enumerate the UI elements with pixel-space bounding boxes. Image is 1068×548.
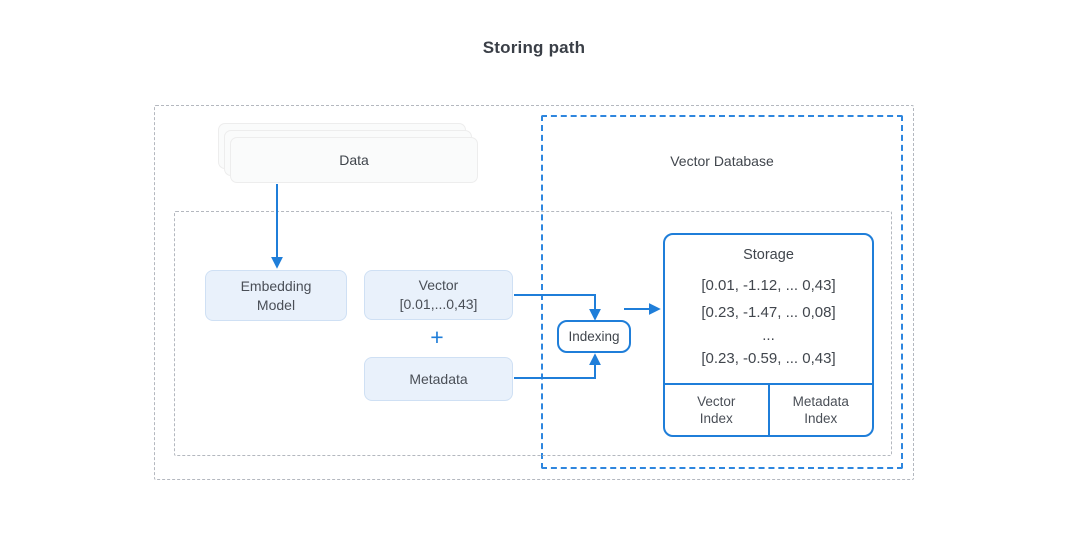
indexing-box-label: Indexing — [568, 329, 620, 344]
metadata-index-label-line1: Metadata — [792, 394, 849, 409]
vector-box: Vector [0.01,...0,43] — [364, 270, 513, 320]
pipeline-dashed-container — [174, 211, 892, 456]
indexing-box: Indexing — [557, 320, 631, 353]
outer-dashed-container — [154, 105, 914, 480]
diagram-title: Storing path — [482, 38, 586, 57]
vector-database-container: Vector Database — [541, 115, 903, 469]
embedding-model-label-line1: Embedding — [240, 277, 312, 294]
vector-index-label-line2: Index — [699, 411, 733, 426]
vector-index-label-line1: Vector — [697, 394, 736, 409]
vector-box-values: [0.01,...0,43] — [399, 296, 478, 312]
index-cells-row: Vector Index Metadata Index — [665, 385, 872, 435]
vector-index-cell: Vector Index — [665, 385, 770, 435]
storage-box: Storage [0.01, -1.12, ... 0,43] [0.23, -… — [663, 233, 874, 437]
storage-title: Storage — [743, 247, 794, 263]
data-box: Data — [230, 137, 478, 183]
storage-values-section: Storage [0.01, -1.12, ... 0,43] [0.23, -… — [665, 235, 872, 385]
storage-rows: [0.01, -1.12, ... 0,43] [0.23, -1.47, ..… — [665, 272, 872, 372]
metadata-box: Metadata — [364, 357, 513, 401]
storage-row: [0.23, -0.59, ... 0,43] — [701, 350, 836, 367]
vector-box-label: Vector — [418, 277, 459, 293]
embedding-model-box: Embedding Model — [205, 270, 347, 321]
vector-database-label: Vector Database — [670, 153, 774, 169]
storage-row: [0.23, -1.47, ... 0,08] — [701, 304, 836, 321]
metadata-index-label-line2: Index — [804, 411, 838, 426]
embedding-model-label-line2: Model — [256, 296, 296, 313]
data-box-label: Data — [339, 152, 369, 168]
storage-row: [0.01, -1.12, ... 0,43] — [701, 277, 836, 294]
metadata-index-cell: Metadata Index — [770, 385, 873, 435]
metadata-box-label: Metadata — [409, 370, 468, 387]
plus-icon: + — [430, 324, 444, 350]
storage-row-ellipsis: ... — [762, 327, 775, 344]
